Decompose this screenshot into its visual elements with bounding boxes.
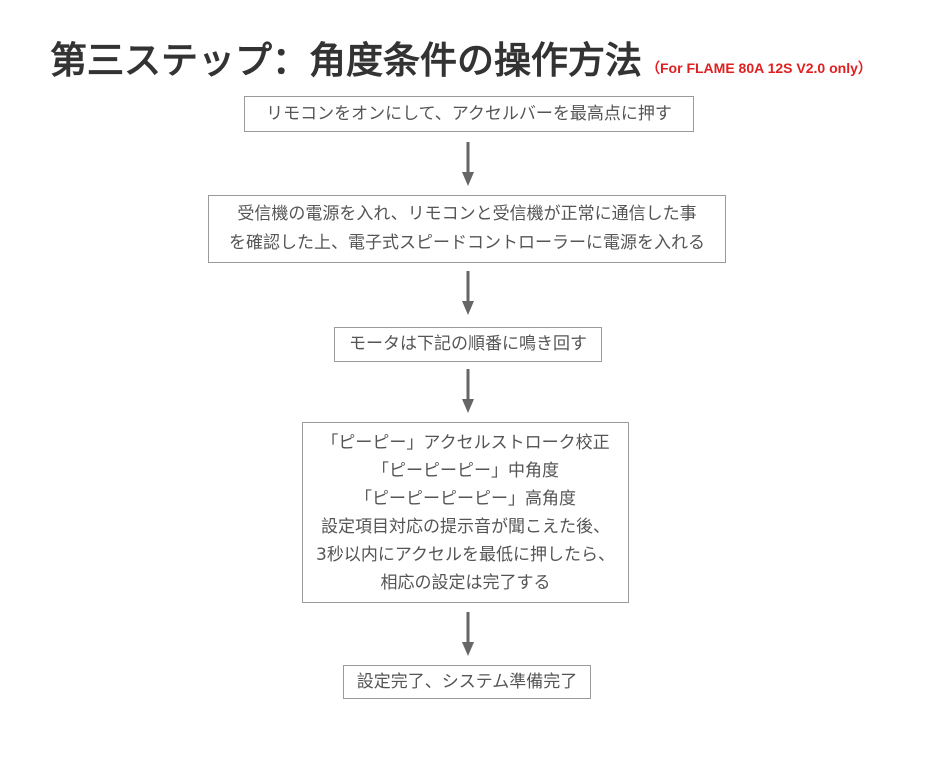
step-2-box: 受信機の電源を入れ、リモコンと受信機が正常に通信した事 を確認した上、電子式スピ…: [208, 195, 726, 263]
step-1-box: リモコンをオンにして、アクセルバーを最高点に押す: [244, 96, 694, 132]
arrow-1-to-2: [462, 142, 474, 186]
step-4-line-2: 「ピーピーピー」中角度: [372, 461, 559, 481]
arrow-head-2: [462, 301, 474, 315]
step-4-line-1: 「ピーピー」アクセルストローク校正: [321, 433, 610, 453]
step-5-line-1: 設定完了、システム準備完了: [356, 672, 578, 692]
arrow-head-3: [462, 399, 474, 413]
step-2-line-1: 受信機の電源を入れ、リモコンと受信機が正常に通信した事: [237, 204, 697, 224]
step-2-line-2: を確認した上、電子式スピードコントローラーに電源を入れる: [229, 233, 705, 253]
title-main: 第三ステップ：角度条件の操作方法: [50, 39, 642, 82]
arrow-head-1: [462, 172, 474, 186]
step-4-line-5: 3秒以内にアクセルを最低に押したら、: [316, 545, 615, 565]
arrow-2-to-3: [462, 271, 474, 315]
step-3-line-1: モータは下記の順番に鳴き回す: [349, 334, 587, 354]
step-4-line-3: 「ピーピーピーピー」高角度: [355, 489, 576, 509]
step-1-line-1: リモコンをオンにして、アクセルバーを最高点に押す: [266, 104, 672, 124]
step-4-line-6: 相応の設定は完了する: [380, 573, 551, 593]
step-4-box: 「ピーピー」アクセルストローク校正 「ピーピーピー」中角度 「ピーピーピーピー」…: [302, 422, 629, 603]
step-5-box: 設定完了、システム準備完了: [343, 665, 591, 699]
step-4-line-4: 設定項目対応の提示音が聞こえた後、: [321, 517, 610, 537]
page-title: 第三ステップ：角度条件の操作方法（For FLAME 80A 12S V2.0 …: [50, 30, 872, 84]
arrow-head-4: [462, 642, 474, 656]
step-3-box: モータは下記の順番に鳴き回す: [334, 327, 602, 362]
title-model-note: （For FLAME 80A 12S V2.0 only）: [646, 60, 872, 76]
arrow-3-to-4: [462, 369, 474, 413]
arrow-4-to-5: [462, 612, 474, 656]
